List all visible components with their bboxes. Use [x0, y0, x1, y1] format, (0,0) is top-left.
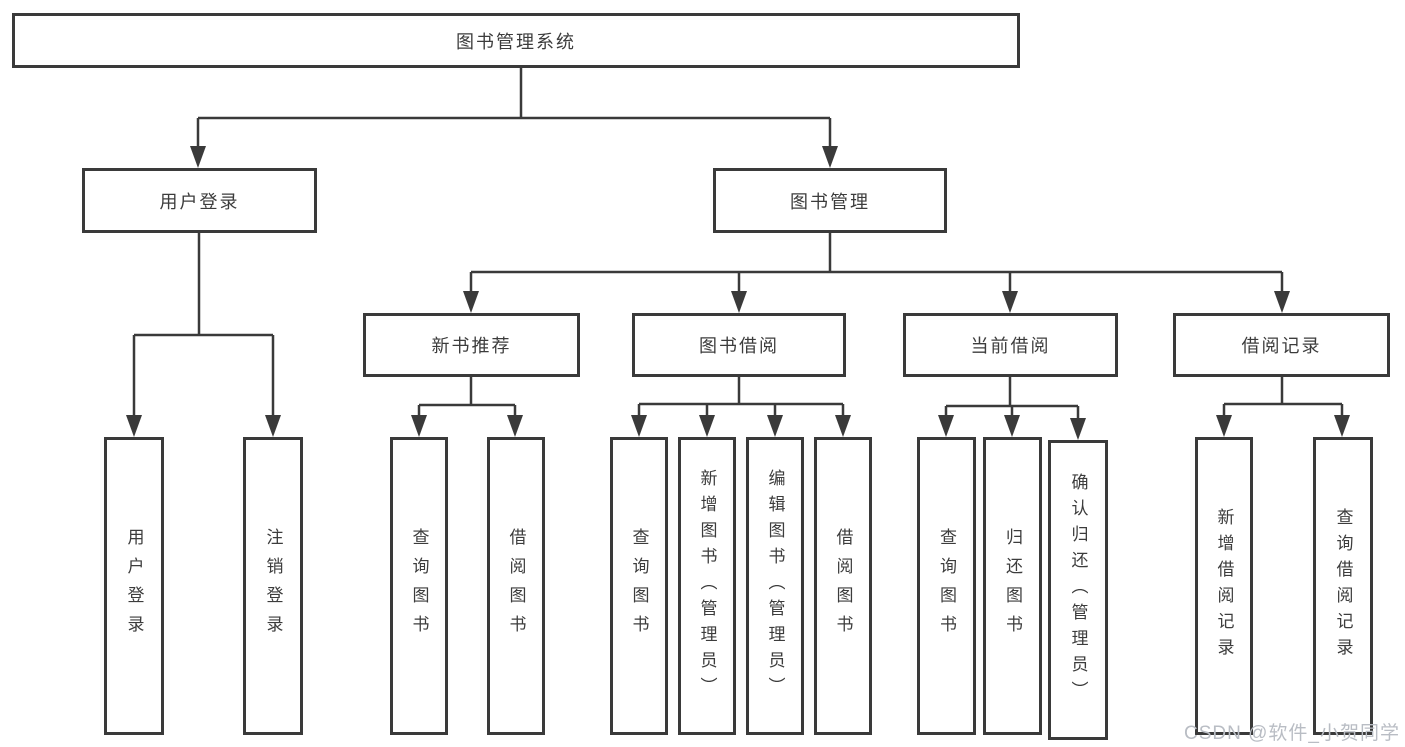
leaf-recommend-borrow-books: 借阅图书	[487, 437, 545, 735]
leaf-confirm-return-admin: 确认归还（管理员）	[1048, 440, 1108, 740]
leaf-borrow-borrow-books-label: 借阅图书	[833, 528, 853, 644]
leaf-query-borrow-record: 查询借阅记录	[1313, 437, 1373, 735]
node-user-login-label: 用户登录	[159, 191, 240, 212]
leaf-logout-label: 注销登录	[263, 528, 283, 644]
node-borrow-records: 借阅记录	[1173, 313, 1390, 377]
leaf-query-borrow-record-label: 查询借阅记录	[1333, 508, 1353, 664]
node-root: 图书管理系统	[12, 13, 1020, 68]
node-book-management-label: 图书管理	[790, 191, 870, 212]
leaf-edit-book-admin: 编辑图书（管理员）	[746, 437, 804, 735]
node-user-login: 用户登录	[82, 168, 317, 233]
leaf-confirm-return-admin-label: 确认归还（管理员）	[1068, 473, 1088, 707]
node-root-label: 图书管理系统	[456, 31, 576, 52]
node-new-book-recommend: 新书推荐	[363, 313, 580, 377]
node-borrow-records-label: 借阅记录	[1241, 336, 1322, 356]
leaf-add-borrow-record-label: 新增借阅记录	[1214, 508, 1234, 664]
leaf-add-book-admin: 新增图书（管理员）	[678, 437, 736, 735]
node-current-borrow-label: 当前借阅	[970, 336, 1051, 356]
leaf-edit-book-admin-label: 编辑图书（管理员）	[765, 469, 785, 703]
leaf-recommend-borrow-books-label: 借阅图书	[506, 528, 526, 644]
leaf-return-book-label: 归还图书	[1003, 528, 1022, 644]
leaf-borrow-query-books-label: 查询图书	[629, 528, 649, 644]
leaf-user-login: 用户登录	[104, 437, 164, 735]
leaf-logout: 注销登录	[243, 437, 303, 735]
leaf-current-query-books-label: 查询图书	[937, 528, 956, 644]
leaf-borrow-query-books: 查询图书	[610, 437, 668, 735]
leaf-user-login-label: 用户登录	[124, 528, 144, 644]
node-new-book-recommend-label: 新书推荐	[431, 336, 512, 356]
node-book-borrow: 图书借阅	[632, 313, 846, 377]
leaf-borrow-borrow-books: 借阅图书	[814, 437, 872, 735]
arrowheads	[126, 146, 1350, 440]
watermark: CSDN @软件_小贺同学	[1184, 723, 1400, 744]
node-book-borrow-label: 图书借阅	[699, 336, 779, 356]
leaf-recommend-query-books: 查询图书	[390, 437, 448, 735]
node-book-management: 图书管理	[713, 168, 947, 233]
leaf-add-book-admin-label: 新增图书（管理员）	[697, 469, 717, 703]
node-current-borrow: 当前借阅	[903, 313, 1118, 377]
leaf-return-book: 归还图书	[983, 437, 1042, 735]
leaf-recommend-query-books-label: 查询图书	[409, 528, 429, 644]
leaf-add-borrow-record: 新增借阅记录	[1195, 437, 1253, 735]
leaf-current-query-books: 查询图书	[917, 437, 976, 735]
